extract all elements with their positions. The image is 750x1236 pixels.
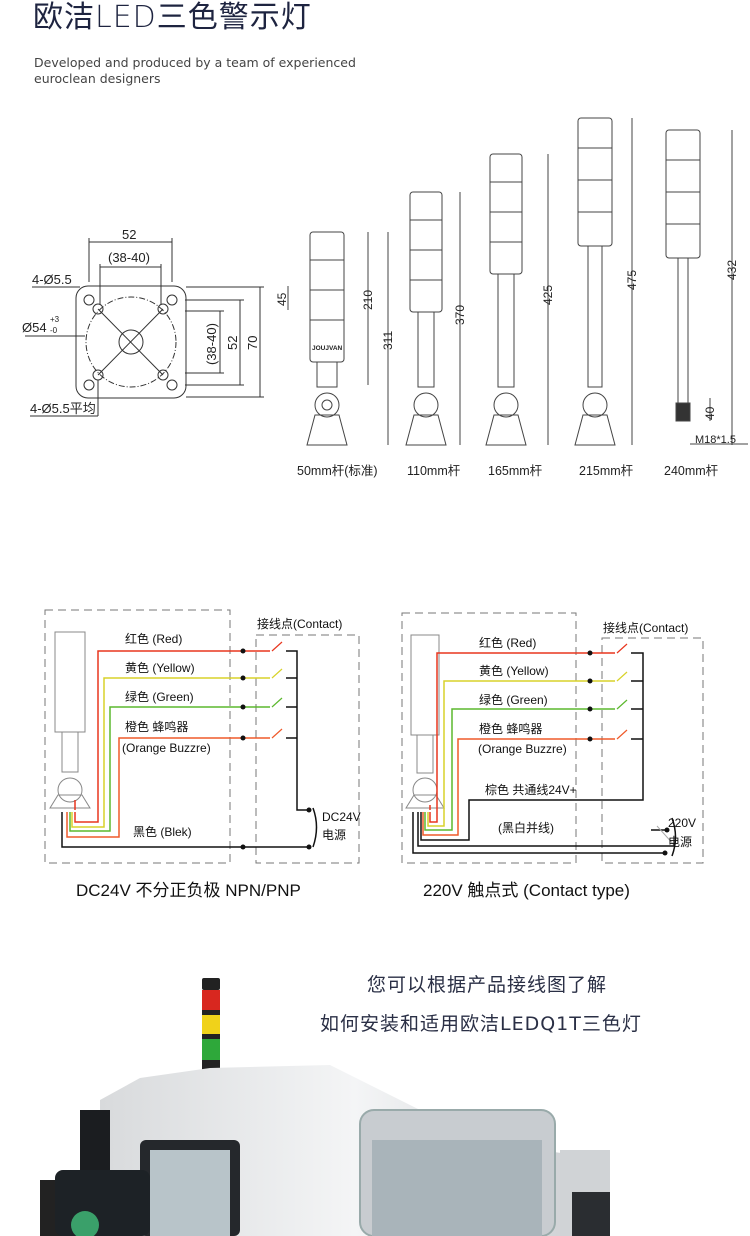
base-outline — [75, 285, 187, 399]
page-title: 欧洁LED三色警示灯 — [33, 0, 312, 35]
tower-dimensions: JOUJVAN 45 210 311 370 425 475 432 40 M1… — [275, 117, 748, 478]
dim-425: 425 — [541, 285, 555, 305]
tower-240mm — [665, 129, 748, 445]
ac-orange-label: 橙色 蜂鸣器 — [479, 721, 542, 736]
base-circle — [85, 296, 177, 388]
dc-yellow-label: 黄色 (Yellow) — [125, 661, 195, 675]
diameter-label: Ø54 — [22, 320, 47, 335]
base-dimension-drawing: 52 (38-40) 4-Ø5.5 Ø54 +3 -0 4-Ø5.5平均 (38… — [22, 227, 264, 417]
ac-orange-en-label: (Orange Buzzre) — [478, 742, 567, 756]
tower-50mm — [287, 231, 389, 446]
machine-illustration — [40, 978, 610, 1236]
ac-contact-label: 接线点(Contact) — [603, 620, 688, 635]
dim-v-52: 52 — [225, 336, 240, 350]
hole-avg-label: 4-Ø5.5平均 — [30, 401, 96, 416]
caption-110mm: 110mm杆 — [407, 464, 461, 478]
dc-black-label: 黑色 (Blek) — [133, 825, 192, 839]
wiring-dc-diagram: 接线点(Contact) 红色 (Red) 黄色 (Yellow) 绿色 (Gr… — [44, 609, 361, 900]
dim-370: 370 — [453, 305, 467, 325]
caption-215mm: 215mm杆 — [579, 464, 634, 478]
dim-210: 210 — [361, 290, 375, 310]
dim-38-40: (38-40) — [108, 250, 150, 265]
tower-215mm — [574, 117, 633, 446]
caption-50mm: 50mm杆(标准) — [297, 464, 378, 478]
ac-yellow-label: 黄色 (Yellow) — [479, 664, 549, 678]
dc-orange-label: 橙色 蜂鸣器 — [125, 719, 188, 734]
ac-power-label: 220V — [668, 816, 696, 830]
dim-475: 475 — [625, 270, 639, 290]
dc-orange-en-label: (Orange Buzzre) — [122, 741, 211, 755]
dc-green-label: 绿色 (Green) — [125, 689, 194, 704]
dim-v-38-40: (38-40) — [204, 323, 219, 365]
hole-label: 4-Ø5.5 — [32, 272, 72, 287]
dc-power-label: DC24V — [322, 810, 361, 824]
dc-caption: DC24V 不分正负极 NPN/PNP — [76, 881, 301, 900]
ac-red-label: 红色 (Red) — [479, 635, 536, 650]
tower-165mm — [485, 153, 549, 446]
dim-40: 40 — [703, 406, 717, 420]
dim-432: 432 — [725, 260, 739, 280]
ac-caption: 220V 触点式 (Contact type) — [423, 881, 630, 900]
page-subtitle: Developed and produced by a team of expe… — [34, 55, 356, 86]
ac-brown-label: 棕色 共通线24V+ — [485, 782, 577, 797]
tower-110mm — [405, 191, 461, 446]
ac-bw-label: (黑白并线) — [498, 820, 554, 835]
tol-minus: -0 — [50, 326, 58, 335]
wiring-ac-diagram: 接线点(Contact) 红色 (Red) 黄色 (Yellow) 绿色 (Gr… — [401, 612, 704, 900]
tol-plus: +3 — [50, 315, 60, 324]
dc-power-label-2: 电源 — [322, 828, 346, 842]
ac-power-label-2: 电源 — [668, 835, 692, 849]
dim-52: 52 — [122, 227, 136, 242]
dim-45: 45 — [275, 292, 289, 306]
bottom-line-1: 您可以根据产品接线图了解 — [367, 974, 608, 996]
dim-v-70: 70 — [245, 336, 260, 350]
caption-165mm: 165mm杆 — [488, 464, 543, 478]
dc-red-label: 红色 (Red) — [125, 631, 182, 646]
ac-green-label: 绿色 (Green) — [479, 692, 548, 707]
dim-m18: M18*1.5 — [695, 434, 736, 446]
dim-311: 311 — [381, 331, 395, 350]
brand-logo: JOUJVAN — [312, 345, 343, 352]
dc-contact-label: 接线点(Contact) — [257, 616, 342, 631]
caption-240mm: 240mm杆 — [664, 464, 719, 478]
bottom-line-2: 如何安装和适用欧洁LEDQ1T三色灯 — [320, 1013, 642, 1035]
